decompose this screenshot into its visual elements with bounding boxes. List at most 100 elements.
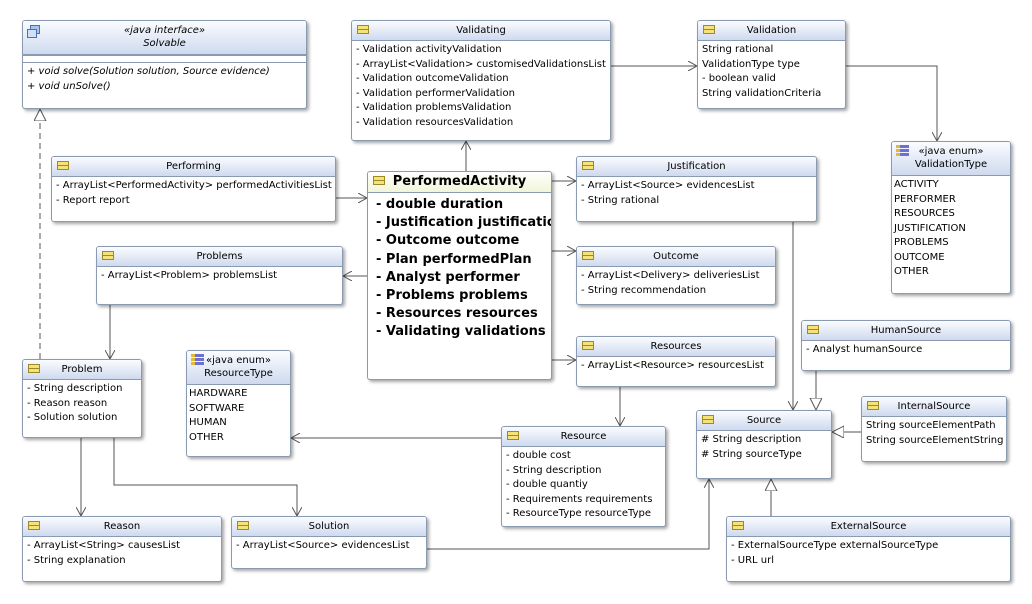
- validationtype-enum[interactable]: «java enum» ValidationType ACTIVITY PERF…: [891, 141, 1011, 294]
- solvable-header: «java interface» Solvable: [23, 21, 306, 55]
- enum-literal: HUMAN: [189, 417, 227, 428]
- problems-name: Problems: [196, 251, 243, 262]
- attribute: - Validation problemsValidation: [356, 102, 512, 113]
- attribute: - Reason reason: [27, 397, 108, 409]
- validation-name: Validation: [746, 25, 797, 36]
- externalsource-header: ExternalSource: [727, 517, 1010, 537]
- source-name: Source: [746, 415, 782, 426]
- validating-header: Validating: [352, 21, 610, 41]
- attribute: - Analyst performer: [376, 269, 520, 285]
- class-icon: [867, 401, 879, 410]
- attribute: - URL url: [731, 554, 775, 566]
- externalsource-name: ExternalSource: [830, 521, 907, 532]
- enum-literal: OTHER: [894, 266, 929, 277]
- assoc-validation-validationtype: [846, 65, 937, 141]
- externalsource-class[interactable]: ExternalSource - ExternalSourceType exte…: [726, 516, 1011, 582]
- resource-attributes: - double cost - String description - dou…: [502, 447, 665, 524]
- performing-attributes: - ArrayList<PerformedActivity> performed…: [52, 177, 335, 210]
- validation-attributes: String rational ValidationType type - bo…: [698, 41, 845, 103]
- humansource-attributes: - Analyst humanSource: [802, 341, 1010, 360]
- attribute: - String description: [506, 464, 602, 476]
- class-icon: [102, 251, 114, 260]
- problem-attributes: - String description - Reason reason - S…: [23, 380, 141, 428]
- internalsource-attributes: String sourceElementPath String sourceEl…: [862, 417, 1006, 450]
- justification-class[interactable]: Justification - ArrayList<Source> eviden…: [576, 156, 817, 222]
- attribute: - String explanation: [27, 554, 126, 566]
- attribute: - Requirements requirements: [506, 493, 653, 505]
- justification-name: Justification: [667, 161, 726, 172]
- attribute: - Validation outcomeValidation: [356, 73, 509, 84]
- class-icon: [582, 251, 594, 260]
- enum-icon: [896, 145, 909, 157]
- validating-attributes: - Validation activityValidation - ArrayL…: [352, 41, 610, 132]
- enum-literal: HARDWARE: [189, 388, 248, 399]
- attribute: - ResourceType resourceType: [506, 508, 652, 519]
- attribute: - Validation resourcesValidation: [356, 116, 514, 128]
- resource-header: Resource: [502, 427, 665, 447]
- attribute: - Resources resources: [376, 306, 538, 322]
- attribute: - Report report: [56, 194, 130, 206]
- attribute: - Outcome outcome: [376, 233, 520, 249]
- validationtype-name: ValidationType: [914, 159, 988, 170]
- attribute: - Justification justification: [376, 215, 552, 231]
- class-icon: [237, 521, 249, 530]
- performedactivity-name: PerformedActivity: [392, 174, 527, 189]
- outcome-attributes: - ArrayList<Delivery> deliveriesList - S…: [577, 267, 775, 300]
- solvable-attribute-compartment: [23, 55, 306, 62]
- solution-class[interactable]: Solution - ArrayList<Source> evidencesLi…: [231, 516, 427, 569]
- solution-attributes: - ArrayList<Source> evidencesList: [232, 537, 426, 556]
- performedactivity-header: PerformedActivity: [368, 172, 551, 193]
- performing-header: Performing: [52, 157, 335, 177]
- attribute: - Plan performedPlan: [376, 251, 532, 267]
- enum-literal: OUTCOME: [894, 251, 945, 263]
- resourcetype-name: ResourceType: [204, 368, 273, 379]
- class-icon: [582, 161, 594, 170]
- resourcetype-header: «java enum» ResourceType: [187, 351, 290, 385]
- attribute: String sourceElementString: [866, 434, 1004, 446]
- class-icon: [28, 364, 40, 373]
- reason-class[interactable]: Reason - ArrayList<String> causesList - …: [22, 516, 222, 582]
- attribute: - ArrayList<Resource> resourcesList: [581, 360, 764, 371]
- internalsource-name: InternalSource: [897, 401, 971, 412]
- enum-literal: JUSTIFICATION: [894, 222, 966, 234]
- humansource-class[interactable]: HumanSource - Analyst humanSource: [801, 320, 1011, 371]
- validation-class[interactable]: Validation String rational ValidationTyp…: [697, 20, 846, 109]
- enum-literal: ACTIVITY: [894, 179, 939, 190]
- operation: + void unSolve(): [27, 80, 111, 92]
- outcome-class[interactable]: Outcome - ArrayList<Delivery> deliveries…: [576, 246, 776, 305]
- attribute: String validationCriteria: [702, 87, 822, 99]
- enum-literal: RESOURCES: [894, 208, 955, 219]
- interface-icon: [27, 25, 40, 38]
- source-class[interactable]: Source # String description # String sou…: [696, 410, 832, 479]
- reason-header: Reason: [23, 517, 221, 537]
- performedactivity-class[interactable]: PerformedActivity - double duration - Ju…: [367, 171, 552, 380]
- problem-name: Problem: [61, 364, 103, 375]
- enum-literal: SOFTWARE: [189, 402, 245, 414]
- performing-class[interactable]: Performing - ArrayList<PerformedActivity…: [51, 156, 336, 222]
- internalsource-class[interactable]: InternalSource String sourceElementPath …: [861, 396, 1007, 462]
- source-header: Source: [697, 411, 831, 431]
- resources-class[interactable]: Resources - ArrayList<Resource> resource…: [576, 336, 776, 387]
- resource-class[interactable]: Resource - double cost - String descript…: [501, 426, 666, 527]
- attribute: - boolean valid: [702, 73, 776, 84]
- solvable-operations: + void solve(Solution solution, Source e…: [23, 62, 306, 96]
- solution-name: Solution: [308, 521, 350, 532]
- attribute: - ArrayList<PerformedActivity> performed…: [56, 180, 332, 191]
- validation-header: Validation: [698, 21, 845, 41]
- problems-class[interactable]: Problems - ArrayList<Problem> problemsLi…: [96, 246, 343, 305]
- attribute: String sourceElementPath: [866, 420, 996, 431]
- attribute: - String recommendation: [581, 284, 707, 296]
- operation: + void solve(Solution solution, Source e…: [27, 66, 270, 77]
- attribute: - ExternalSourceType externalSourceType: [731, 540, 939, 551]
- class-icon: [507, 431, 519, 440]
- resourcetype-enum[interactable]: «java enum» ResourceType HARDWARE SOFTWA…: [186, 350, 291, 457]
- problems-attributes: - ArrayList<Problem> problemsList: [97, 267, 342, 286]
- attribute: - double cost: [506, 450, 571, 461]
- attribute: - Solution solution: [27, 412, 118, 423]
- resourcetype-stereotype: «java enum»: [206, 355, 271, 366]
- problem-class[interactable]: Problem - String description - Reason re…: [22, 359, 142, 438]
- validating-class[interactable]: Validating - Validation activityValidati…: [351, 20, 611, 141]
- validationtype-stereotype: «java enum»: [918, 146, 984, 157]
- validationtype-literals: ACTIVITY PERFORMER RESOURCES JUSTIFICATI…: [892, 176, 1010, 282]
- solvable-interface[interactable]: «java interface» Solvable + void solve(S…: [22, 20, 307, 109]
